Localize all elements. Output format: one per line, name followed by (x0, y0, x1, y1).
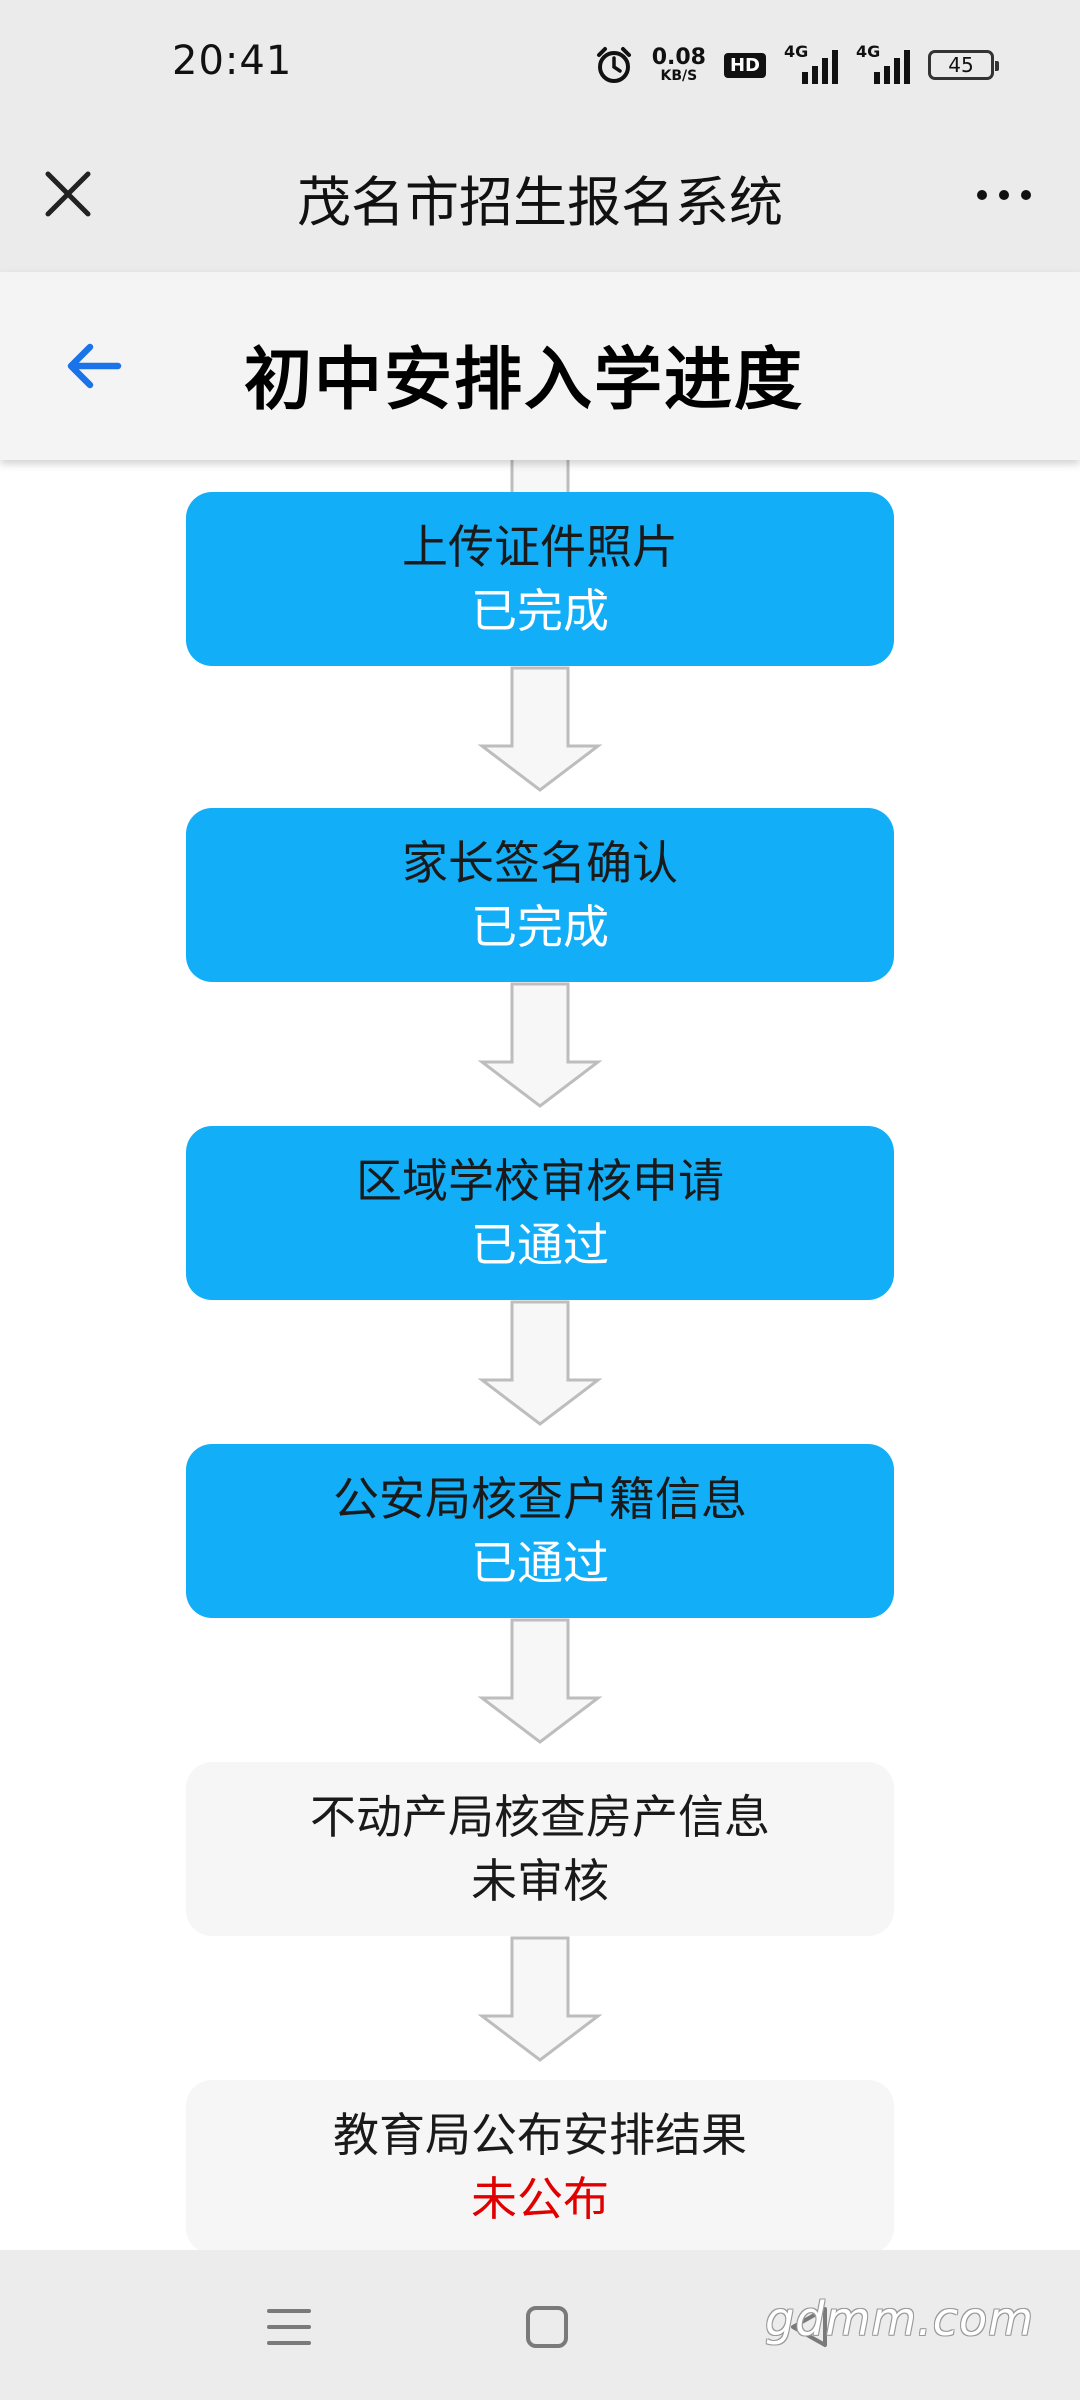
step-status: 已通过 (471, 1218, 609, 1272)
back-button[interactable] (56, 328, 132, 404)
battery-level: 45 (948, 53, 974, 77)
page-header: 初中安排入学进度 (0, 272, 1080, 460)
step-status: 已通过 (471, 1536, 609, 1590)
step-name: 区域学校审核申请 (356, 1153, 724, 1208)
flow-arrow-icon (477, 982, 603, 1108)
step-card-result-announcement: 教育局公布安排结果 未公布 (186, 2080, 894, 2250)
page-title: 初中安排入学进度 (244, 341, 805, 420)
home-square-icon (526, 2306, 568, 2348)
flow-arrow-icon (477, 1936, 603, 2062)
close-icon (45, 171, 91, 217)
step-status: 已完成 (471, 584, 609, 638)
nav-back-button[interactable] (774, 2292, 844, 2362)
nav-home-button[interactable] (512, 2292, 582, 2362)
step-name: 不动产局核查房产信息 (310, 1789, 770, 1844)
step-status: 已完成 (471, 900, 609, 954)
step-card-property-check: 不动产局核查房产信息 未审核 (186, 1762, 894, 1936)
nav-menu-button[interactable] (254, 2292, 324, 2362)
signal-1-icon: 4G (784, 42, 838, 84)
flow-arrow-icon (477, 1300, 603, 1426)
close-button[interactable] (38, 164, 98, 224)
flow-arrow-icon (477, 666, 603, 792)
step-name: 公安局核查户籍信息 (333, 1471, 747, 1526)
more-button[interactable] (964, 170, 1044, 220)
status-bar: 20:41 0.08 KB/S HD 4G 4G 45 (0, 0, 1080, 130)
step-status: 未公布 (471, 2172, 609, 2226)
step-name: 教育局公布安排结果 (333, 2107, 747, 2162)
alarm-clock-icon (596, 47, 631, 83)
signal-2-label: 4G (856, 42, 881, 61)
hd-badge: HD (723, 52, 766, 78)
network-speed-value: 0.08 (651, 45, 706, 70)
system-nav-bar: gdmm.com (0, 2250, 1080, 2400)
signal-2-icon: 4G (856, 42, 910, 84)
watermark: gdmm.com (765, 2292, 1034, 2346)
more-icon (977, 190, 987, 200)
app-title: 茂名市招生报名系统 (297, 171, 783, 234)
battery-icon: 45 (928, 50, 999, 80)
step-card-school-review: 区域学校审核申请 已通过 (186, 1126, 894, 1300)
step-status: 未审核 (471, 1854, 609, 1908)
back-triangle-icon (791, 2307, 827, 2347)
step-card-police-check: 公安局核查户籍信息 已通过 (186, 1444, 894, 1618)
signal-1-label: 4G (784, 42, 809, 61)
network-speed: 0.08 KB/S (651, 45, 706, 84)
step-name: 上传证件照片 (402, 519, 678, 574)
step-card-upload-photo: 上传证件照片 已完成 (186, 492, 894, 666)
title-bar: 茂名市招生报名系统 (0, 130, 1080, 272)
back-arrow-icon (67, 343, 122, 389)
flow-arrow-icon (477, 1618, 603, 1744)
status-time: 20:41 (172, 38, 293, 84)
status-icons: 0.08 KB/S HD 4G 4G 45 (594, 40, 999, 90)
step-name: 家长签名确认 (402, 835, 678, 890)
progress-flow: 上传证件照片 已完成 家长签名确认 已完成 区域学校审核申请 已通过 公安局核查… (0, 460, 1080, 2250)
step-card-parent-signature: 家长签名确认 已完成 (186, 808, 894, 982)
network-speed-unit: KB/S (660, 68, 698, 84)
menu-icon (267, 2309, 311, 2345)
